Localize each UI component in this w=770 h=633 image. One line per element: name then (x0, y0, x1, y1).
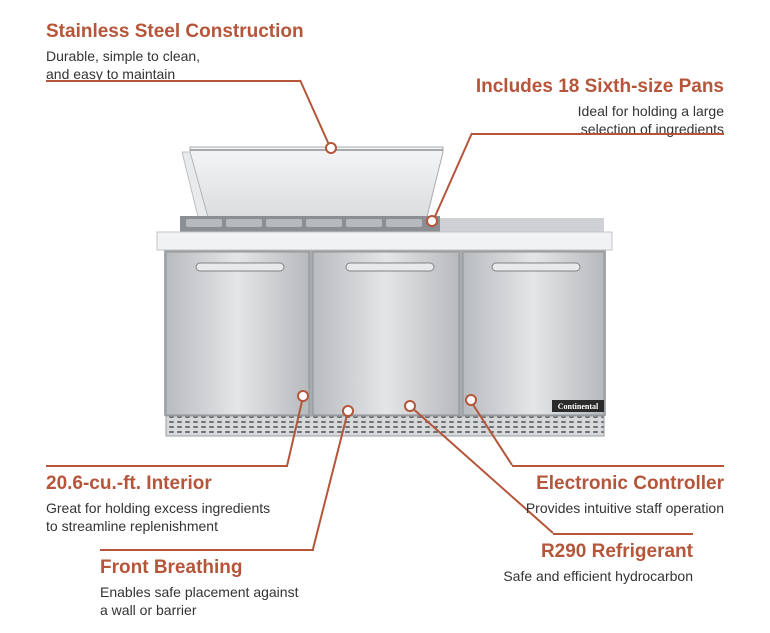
callout-rule (472, 133, 724, 135)
callout-title: Front Breathing (100, 557, 243, 578)
callout-description: Durable, simple to clean, and easy to ma… (46, 47, 304, 83)
desc-line: Durable, simple to clean, (46, 48, 201, 64)
callout-description: Safe and efficient hydrocarbon (503, 567, 693, 585)
desc-line: Ideal for holding a large (577, 103, 724, 119)
desc-line: Provides intuitive staff operation (525, 500, 724, 516)
desc-line: Great for holding excess ingredients (46, 500, 271, 516)
callout-rule (100, 549, 314, 551)
callout-dots (297, 142, 477, 417)
callout-title: Includes 18 Sixth-size Pans (475, 76, 724, 97)
desc-line: Enables safe placement against (100, 584, 299, 600)
callout-description: Great for holding excess ingredients to … (46, 499, 270, 535)
callout-rule (553, 533, 693, 535)
desc-line: and easy to maintain (46, 66, 176, 82)
door-handles (195, 262, 581, 272)
desc-line: selection of ingredients (580, 121, 724, 137)
callout-rule (46, 80, 301, 82)
lid (181, 146, 444, 226)
callout-r290-refrigerant: R290 Refrigerant Safe and efficient hydr… (503, 541, 693, 585)
callout-front-breathing: Front Breathing Enables safe placement a… (100, 557, 298, 619)
callout-description: Enables safe placement against a wall or… (100, 583, 298, 619)
callout-description: Provides intuitive staff operation (526, 499, 724, 517)
pan-well (180, 216, 604, 232)
callout-interior: 20.6-cu.-ft. Interior Great for holding … (46, 473, 270, 535)
callout-title: R290 Refrigerant (540, 541, 693, 562)
front-grille (165, 415, 605, 437)
cutting-board (156, 231, 613, 251)
callout-title: Stainless Steel Construction (46, 21, 304, 42)
leader-lines (286, 79, 554, 550)
callout-stainless-steel: Stainless Steel Construction Durable, si… (46, 21, 304, 83)
callout-sixth-size-pans: Includes 18 Sixth-size Pans Ideal for ho… (476, 76, 724, 138)
brand-label: Continental (558, 402, 599, 411)
desc-line: to streamline replenishment (46, 518, 218, 534)
callout-rule (46, 465, 288, 467)
callout-electronic-controller: Electronic Controller Provides intuitive… (526, 473, 724, 517)
brand-plate: Continental (552, 400, 604, 412)
desc-line: a wall or barrier (100, 602, 197, 618)
desc-line: Safe and efficient hydrocarbon (503, 568, 693, 584)
callout-title: Electronic Controller (536, 473, 724, 494)
callout-title: 20.6-cu.-ft. Interior (46, 473, 212, 494)
callout-rule (512, 465, 724, 467)
cabinet-body (164, 250, 606, 416)
